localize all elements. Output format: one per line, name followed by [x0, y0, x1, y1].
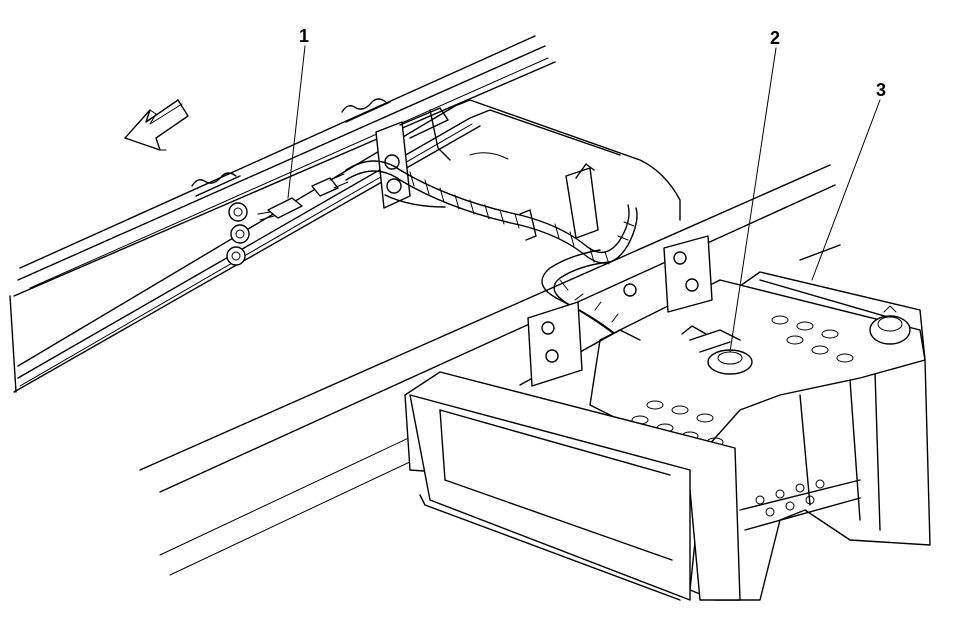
rail-rivets — [191, 98, 391, 197]
callout-leaders — [287, 45, 881, 353]
leader-line-2 — [729, 47, 777, 353]
electrical-connector — [257, 173, 349, 221]
filler-cap — [869, 305, 911, 345]
mounting-brackets — [375, 107, 599, 239]
frame-nuts — [226, 202, 250, 266]
callout-2: 2 — [770, 28, 780, 48]
fuel-sender-assembly — [681, 325, 753, 375]
upper-shield — [454, 99, 681, 221]
leader-line-3 — [811, 99, 881, 281]
skid-shield — [404, 329, 741, 601]
plate-slots — [631, 315, 854, 447]
forward-direction-arrow-icon — [124, 99, 189, 151]
lower-tank-bracket — [739, 479, 861, 531]
callout-3: 3 — [876, 80, 886, 100]
tank-side-brackets — [527, 235, 713, 387]
leader-line-1 — [287, 45, 306, 199]
callout-1: 1 — [299, 26, 309, 46]
